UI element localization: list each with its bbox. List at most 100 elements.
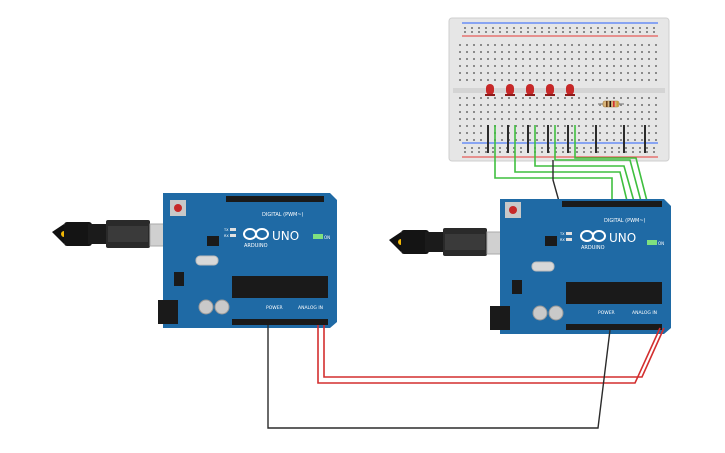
breadboard-hole xyxy=(620,97,622,99)
breadboard-hole xyxy=(543,58,545,60)
breadboard-hole xyxy=(592,58,594,60)
power-jack-left xyxy=(158,300,178,324)
breadboard-hole xyxy=(634,118,636,120)
led-4[interactable] xyxy=(545,84,555,96)
breadboard-hole xyxy=(464,27,466,29)
breadboard-hole xyxy=(499,147,501,149)
breadboard-hole xyxy=(548,27,550,29)
breadboard-hole xyxy=(606,111,608,113)
breadboard-hole xyxy=(515,132,517,134)
breadboard-hole xyxy=(550,72,552,74)
breadboard-hole xyxy=(543,51,545,53)
breadboard-hole xyxy=(599,139,601,141)
breadboard-hole xyxy=(562,151,564,153)
breadboard-hole xyxy=(606,72,608,74)
breadboard-hole xyxy=(536,51,538,53)
arduino-logo-right xyxy=(580,230,606,242)
breadboard[interactable] xyxy=(448,17,670,162)
breadboard-hole xyxy=(557,104,559,106)
breadboard-hole xyxy=(585,111,587,113)
led-1[interactable] xyxy=(485,84,495,96)
breadboard-hole xyxy=(634,79,636,81)
breadboard-hole xyxy=(501,111,503,113)
breadboard-hole xyxy=(632,31,634,33)
breadboard-hole xyxy=(480,72,482,74)
breadboard-hole xyxy=(648,65,650,67)
black-wire-ground[interactable] xyxy=(267,325,611,429)
breadboard-hole xyxy=(604,147,606,149)
breadboard-hole xyxy=(613,44,615,46)
breadboard-hole xyxy=(606,79,608,81)
arduino-uno-right[interactable]: DIGITAL (PWM~) ARDUINO UNO ON TX RX POWE… xyxy=(490,199,671,334)
breadboard-hole xyxy=(499,31,501,33)
breadboard-hole xyxy=(648,97,650,99)
breadboard-hole xyxy=(494,51,496,53)
breadboard-hole xyxy=(641,58,643,60)
breadboard-hole xyxy=(501,72,503,74)
breadboard-hole xyxy=(564,58,566,60)
breadboard-hole xyxy=(564,111,566,113)
breadboard-hole xyxy=(520,31,522,33)
breadboard-hole xyxy=(590,151,592,153)
breadboard-hole xyxy=(655,111,657,113)
breadboard-hole xyxy=(501,139,503,141)
breadboard-hole xyxy=(501,97,503,99)
breadboard-hole xyxy=(641,97,643,99)
breadboard-hole xyxy=(583,27,585,29)
breadboard-hole xyxy=(557,65,559,67)
led-5[interactable] xyxy=(565,84,575,96)
black-wire-gnd[interactable] xyxy=(552,160,561,206)
breadboard-hole xyxy=(562,27,564,29)
arduino-uno-left[interactable]: DIGITAL (PWM~) ARDUINO UNO ON TX RX POWE… xyxy=(158,193,337,328)
green-wires[interactable] xyxy=(494,125,649,206)
breadboard-hole xyxy=(501,58,503,60)
breadboard-hole xyxy=(459,132,461,134)
on-led-right xyxy=(647,240,657,245)
breadboard-hole xyxy=(641,51,643,53)
red-wires[interactable] xyxy=(317,325,665,384)
atmega-chip-right xyxy=(566,282,662,304)
breadboard-hole xyxy=(522,97,524,99)
breadboard-hole xyxy=(485,151,487,153)
breadboard-hole xyxy=(480,58,482,60)
led-3[interactable] xyxy=(525,84,535,96)
breadboard-hole xyxy=(522,79,524,81)
breadboard-hole xyxy=(543,72,545,74)
breadboard-hole xyxy=(536,132,538,134)
breadboard-hole xyxy=(585,72,587,74)
led-2[interactable] xyxy=(505,84,515,96)
breadboard-hole xyxy=(529,104,531,106)
breadboard-hole xyxy=(473,104,475,106)
breadboard-hole xyxy=(480,104,482,106)
breadboard-hole xyxy=(494,44,496,46)
breadboard-hole xyxy=(564,72,566,74)
breadboard-hole xyxy=(648,79,650,81)
digital-label-left: DIGITAL (PWM~) xyxy=(262,212,304,218)
breadboard-hole xyxy=(620,139,622,141)
digital-label-right: DIGITAL (PWM~) xyxy=(604,218,646,224)
breadboard-hole xyxy=(578,139,580,141)
breadboard-hole xyxy=(471,147,473,149)
breadboard-hole xyxy=(571,97,573,99)
breadboard-hole xyxy=(522,132,524,134)
breadboard-hole xyxy=(501,125,503,127)
digital-header-left xyxy=(226,196,324,202)
breadboard-hole xyxy=(487,118,489,120)
breadboard-hole xyxy=(466,132,468,134)
breadboard-hole xyxy=(606,118,608,120)
breadboard-hole xyxy=(550,97,552,99)
resistor[interactable] xyxy=(598,100,624,108)
breadboard-hole xyxy=(550,58,552,60)
breadboard-hole xyxy=(627,65,629,67)
breadboard-hole xyxy=(618,151,620,153)
breadboard-hole xyxy=(585,51,587,53)
breadboard-hole xyxy=(634,111,636,113)
breadboard-hole xyxy=(522,51,524,53)
breadboard-hole xyxy=(520,27,522,29)
breadboard-hole xyxy=(620,125,622,127)
breadboard-hole xyxy=(508,111,510,113)
breadboard-hole xyxy=(653,31,655,33)
breadboard-hole xyxy=(543,125,545,127)
breadboard-hole xyxy=(571,44,573,46)
breadboard-hole xyxy=(529,65,531,67)
